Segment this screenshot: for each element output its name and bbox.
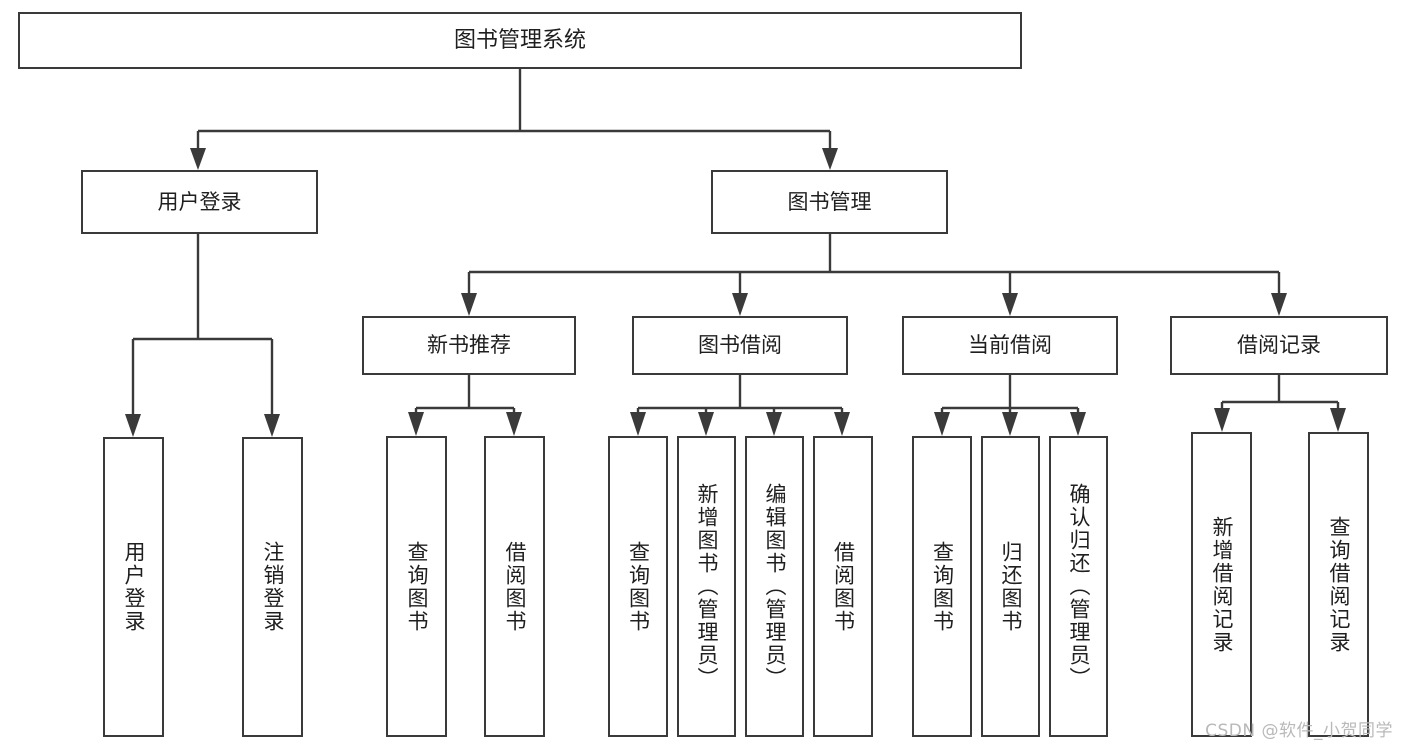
node-user-login[interactable]: 用户登录: [81, 170, 318, 234]
node-root-book-management-system[interactable]: 图书管理系统: [18, 12, 1022, 69]
node-label: 新增图书（管理员）: [695, 483, 719, 690]
node-label: 查询借阅记录: [1327, 515, 1351, 654]
node-label: 查询图书: [405, 540, 429, 633]
leaf-add-borrow-record[interactable]: 新增借阅记录: [1191, 432, 1252, 737]
node-label: 注销登录: [261, 541, 285, 633]
leaf-edit-book[interactable]: 编辑图书（管理员）: [745, 436, 804, 737]
node-book-management[interactable]: 图书管理: [711, 170, 948, 234]
node-new-book-recommend[interactable]: 新书推荐: [362, 316, 576, 375]
leaf-query-book-borrow[interactable]: 查询图书: [608, 436, 668, 737]
node-label: 查询图书: [930, 540, 955, 633]
leaf-borrow-book[interactable]: 借阅图书: [813, 436, 873, 737]
node-label: 用户登录: [122, 541, 146, 633]
leaf-user-login[interactable]: 用户登录: [103, 437, 164, 737]
node-label: 用户登录: [157, 189, 242, 214]
node-label: 新书推荐: [427, 333, 511, 358]
node-label: 归还图书: [999, 540, 1023, 633]
leaf-borrow-book-recommend[interactable]: 借阅图书: [484, 436, 545, 737]
node-label: 图书管理系统: [453, 27, 586, 53]
leaf-query-book-current[interactable]: 查询图书: [912, 436, 972, 737]
node-label: 当前借阅: [968, 333, 1052, 358]
leaf-return-book[interactable]: 归还图书: [981, 436, 1040, 737]
leaf-query-book-recommend[interactable]: 查询图书: [386, 436, 447, 737]
node-current-borrow[interactable]: 当前借阅: [902, 316, 1118, 375]
node-borrow-record[interactable]: 借阅记录: [1170, 316, 1388, 375]
node-label: 图书管理: [787, 189, 872, 214]
node-label: 新增借阅记录: [1210, 515, 1234, 654]
leaf-add-book[interactable]: 新增图书（管理员）: [677, 436, 736, 737]
node-label: 编辑图书（管理员）: [763, 483, 787, 690]
node-label: 图书借阅: [698, 333, 782, 358]
leaf-logout[interactable]: 注销登录: [242, 437, 303, 737]
node-label: 查询图书: [626, 540, 651, 633]
leaf-query-borrow-record[interactable]: 查询借阅记录: [1308, 432, 1369, 737]
node-label: 确认归还（管理员）: [1067, 483, 1091, 690]
leaf-confirm-return[interactable]: 确认归还（管理员）: [1049, 436, 1108, 737]
node-label: 借阅图书: [503, 540, 527, 633]
node-book-borrow[interactable]: 图书借阅: [632, 316, 848, 375]
node-label: 借阅记录: [1237, 333, 1321, 358]
csdn-watermark: CSDN @软件_小贺同学: [1205, 721, 1393, 741]
node-label: 借阅图书: [831, 540, 856, 633]
